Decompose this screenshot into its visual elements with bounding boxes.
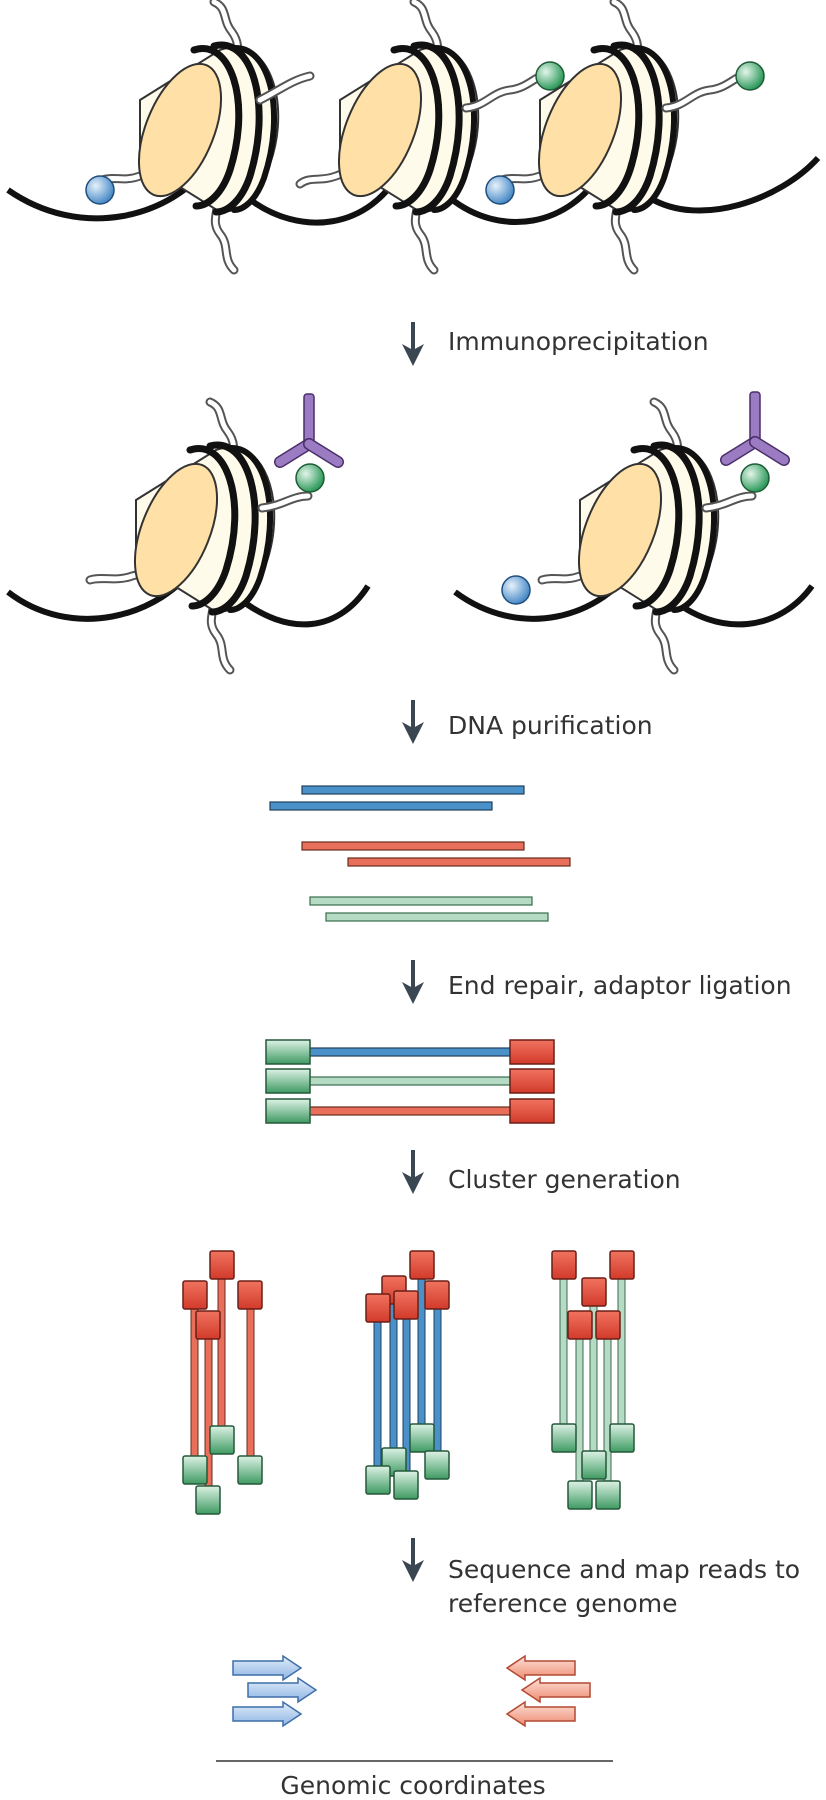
step-label-sequence-map-line2: reference genome xyxy=(448,1589,677,1618)
step-arrow-2 xyxy=(402,700,424,744)
fragment-green xyxy=(309,896,533,906)
step-arrow-5 xyxy=(402,1538,424,1582)
antibody-icon xyxy=(274,393,344,468)
cluster-blue xyxy=(365,1250,450,1500)
fragment-red xyxy=(301,841,525,851)
fragment-blue xyxy=(269,801,493,811)
antibody-icon xyxy=(720,391,790,466)
dna-fragments xyxy=(269,785,571,922)
histone-mark-blue xyxy=(85,175,115,205)
nucleosome-1 xyxy=(102,2,315,270)
reads-forward xyxy=(232,1655,317,1727)
step-label-sequence-map: Sequence and map reads to xyxy=(448,1555,800,1584)
nucleosome-2 xyxy=(295,2,552,270)
histone-mark-blue xyxy=(485,175,515,205)
fragment-red xyxy=(347,857,571,867)
fragment-green xyxy=(325,912,549,922)
genome-axis-label: Genomic coordinates xyxy=(280,1771,545,1800)
step-label-cluster-generation: Cluster generation xyxy=(448,1165,681,1194)
histone-mark-blue xyxy=(501,575,531,605)
ip-nucleosome-left xyxy=(6,393,371,670)
step-arrow-4 xyxy=(402,1150,424,1194)
step-label-dna-purification: DNA purification xyxy=(448,711,653,740)
chromatin-fiber xyxy=(6,2,821,270)
histone-mark-green xyxy=(295,463,325,493)
ip-nucleosome-right xyxy=(453,391,815,670)
step-arrow-1 xyxy=(402,322,424,366)
step-label-immunoprecipitation: Immunoprecipitation xyxy=(448,327,709,356)
cluster-red xyxy=(182,1250,263,1515)
histone-mark-green xyxy=(735,61,765,91)
histone-mark-green xyxy=(740,463,770,493)
fragment-blue xyxy=(301,785,525,795)
histone-mark-green xyxy=(535,61,565,91)
reads-reverse xyxy=(506,1655,591,1727)
cluster-green xyxy=(551,1250,635,1510)
nucleosome-3 xyxy=(502,2,752,270)
step-arrow-3 xyxy=(402,960,424,1004)
adaptor-ligated-fragments xyxy=(265,1039,555,1124)
step-label-end-repair: End repair, adaptor ligation xyxy=(448,971,792,1000)
